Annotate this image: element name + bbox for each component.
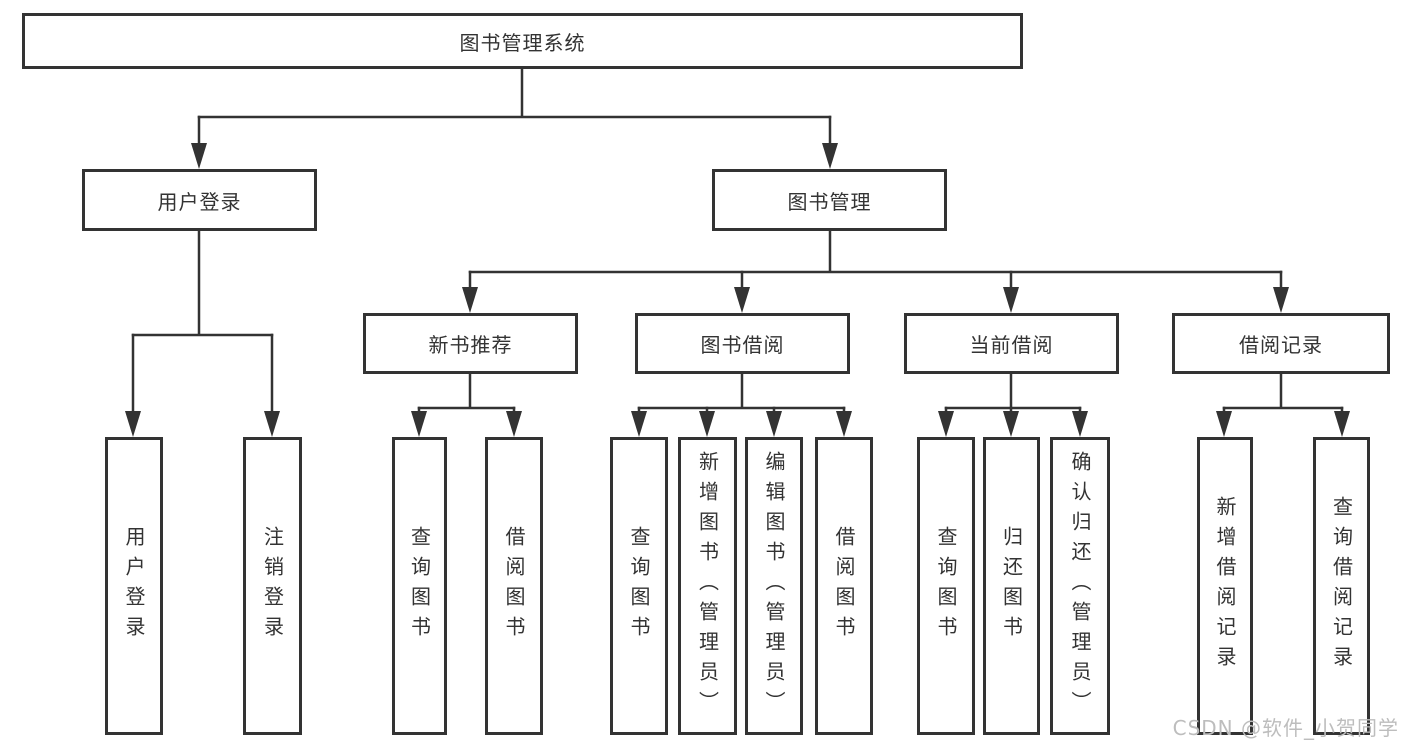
leaf-add-books-admin: 新增图书（管理员） (678, 437, 737, 735)
leaf-add-borrow-record: 新增借阅记录 (1197, 437, 1253, 735)
leaf-logout: 注销登录 (243, 437, 302, 735)
leaf-user-login: 用户登录 (105, 437, 163, 735)
leaf-borrow-books-borrowing: 借阅图书 (815, 437, 873, 735)
node-root: 图书管理系统 (22, 13, 1023, 69)
node-new-book-recommendation: 新书推荐 (363, 313, 578, 374)
leaf-query-books-recommend: 查询图书 (392, 437, 447, 735)
node-book-borrowing: 图书借阅 (635, 313, 850, 374)
leaf-return-books: 归还图书 (983, 437, 1040, 735)
node-book-management: 图书管理 (712, 169, 947, 231)
node-user-login: 用户登录 (82, 169, 317, 231)
csdn-watermark: CSDN @软件_小贺同学 (1172, 716, 1399, 740)
leaf-borrow-books-recommend: 借阅图书 (485, 437, 543, 735)
leaf-query-books-current: 查询图书 (917, 437, 975, 735)
leaf-query-books-borrowing: 查询图书 (610, 437, 668, 735)
node-borrowing-records: 借阅记录 (1172, 313, 1390, 374)
leaf-confirm-return-admin: 确认归还（管理员） (1050, 437, 1110, 735)
leaf-edit-books-admin: 编辑图书（管理员） (745, 437, 803, 735)
node-current-borrowing: 当前借阅 (904, 313, 1119, 374)
leaf-query-borrow-record: 查询借阅记录 (1313, 437, 1370, 735)
